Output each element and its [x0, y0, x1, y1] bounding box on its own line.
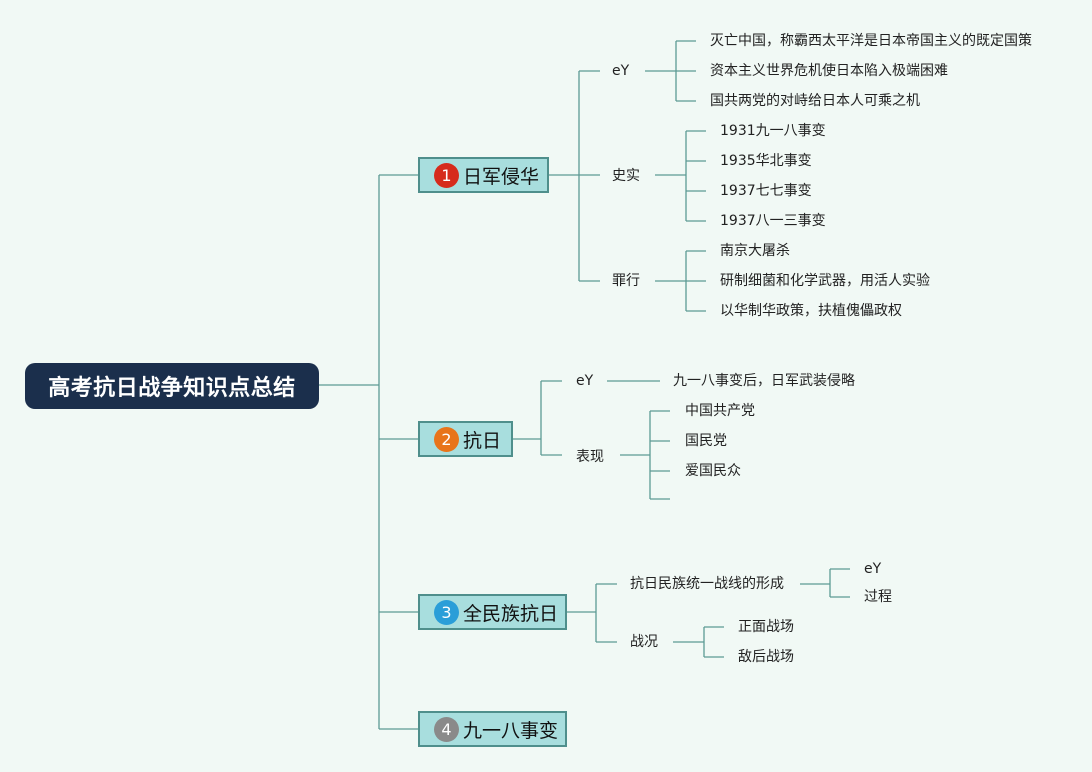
leaf-item[interactable]: 中国共产党: [685, 403, 755, 419]
subtopic-history[interactable]: 史实: [612, 168, 640, 184]
leaf-item[interactable]: eY: [864, 561, 882, 577]
leaf-item[interactable]: 1931九一八事变: [720, 123, 826, 139]
branch-sept18-incident[interactable]: 4 九一八事变: [418, 711, 567, 747]
subtopic-manifestation[interactable]: 表现: [576, 449, 604, 465]
leaf-item[interactable]: 过程: [864, 589, 892, 605]
leaf-item[interactable]: 资本主义世界危机使日本陷入极端困难: [710, 63, 948, 79]
subtopic-war-situation[interactable]: 战况: [630, 634, 658, 650]
branch-national-resistance[interactable]: 3 全民族抗日: [418, 594, 567, 630]
leaf-item[interactable]: 爱国民众: [685, 463, 741, 479]
branch-resistance[interactable]: 2 抗日: [418, 421, 513, 457]
number-3-icon: 3: [434, 599, 459, 625]
leaf-item[interactable]: 国民党: [685, 433, 727, 449]
leaf-item[interactable]: 南京大屠杀: [720, 243, 790, 259]
leaf-item[interactable]: 1937八一三事变: [720, 213, 826, 229]
leaf-item[interactable]: 敌后战场: [738, 649, 794, 665]
leaf-item[interactable]: 正面战场: [738, 619, 794, 635]
leaf-item[interactable]: 研制细菌和化学武器，用活人实验: [720, 273, 930, 289]
branch-label: 九一八事变: [463, 719, 559, 742]
subtopic-background[interactable]: eY: [612, 63, 630, 79]
leaf-item[interactable]: 九一八事变后，日军武装侵略: [673, 373, 855, 389]
root-topic[interactable]: 高考抗日战争知识点总结: [25, 363, 319, 409]
leaf-item[interactable]: 国共两党的对峙给日本人可乘之机: [710, 93, 920, 109]
leaf-item[interactable]: 1935华北事变: [720, 153, 812, 169]
subtopic-united-front[interactable]: 抗日民族统一战线的形成: [630, 576, 784, 592]
leaf-item[interactable]: 灭亡中国，称霸西太平洋是日本帝国主义的既定国策: [710, 33, 1032, 49]
subtopic-crimes[interactable]: 罪行: [612, 273, 640, 289]
branch-japanese-invasion[interactable]: 1 日军侵华: [418, 157, 549, 193]
branch-label: 日军侵华: [463, 165, 540, 188]
leaf-item[interactable]: 1937七七事变: [720, 183, 812, 199]
number-1-icon: 1: [434, 162, 459, 188]
leaf-item[interactable]: 以华制华政策，扶植傀儡政权: [720, 303, 902, 319]
root-title: 高考抗日战争知识点总结: [48, 376, 296, 401]
number-2-icon: 2: [434, 426, 459, 452]
subtopic-background[interactable]: eY: [576, 373, 594, 389]
branch-label: 全民族抗日: [463, 602, 559, 625]
number-4-icon: 4: [434, 716, 459, 742]
branch-label: 抗日: [463, 429, 502, 452]
